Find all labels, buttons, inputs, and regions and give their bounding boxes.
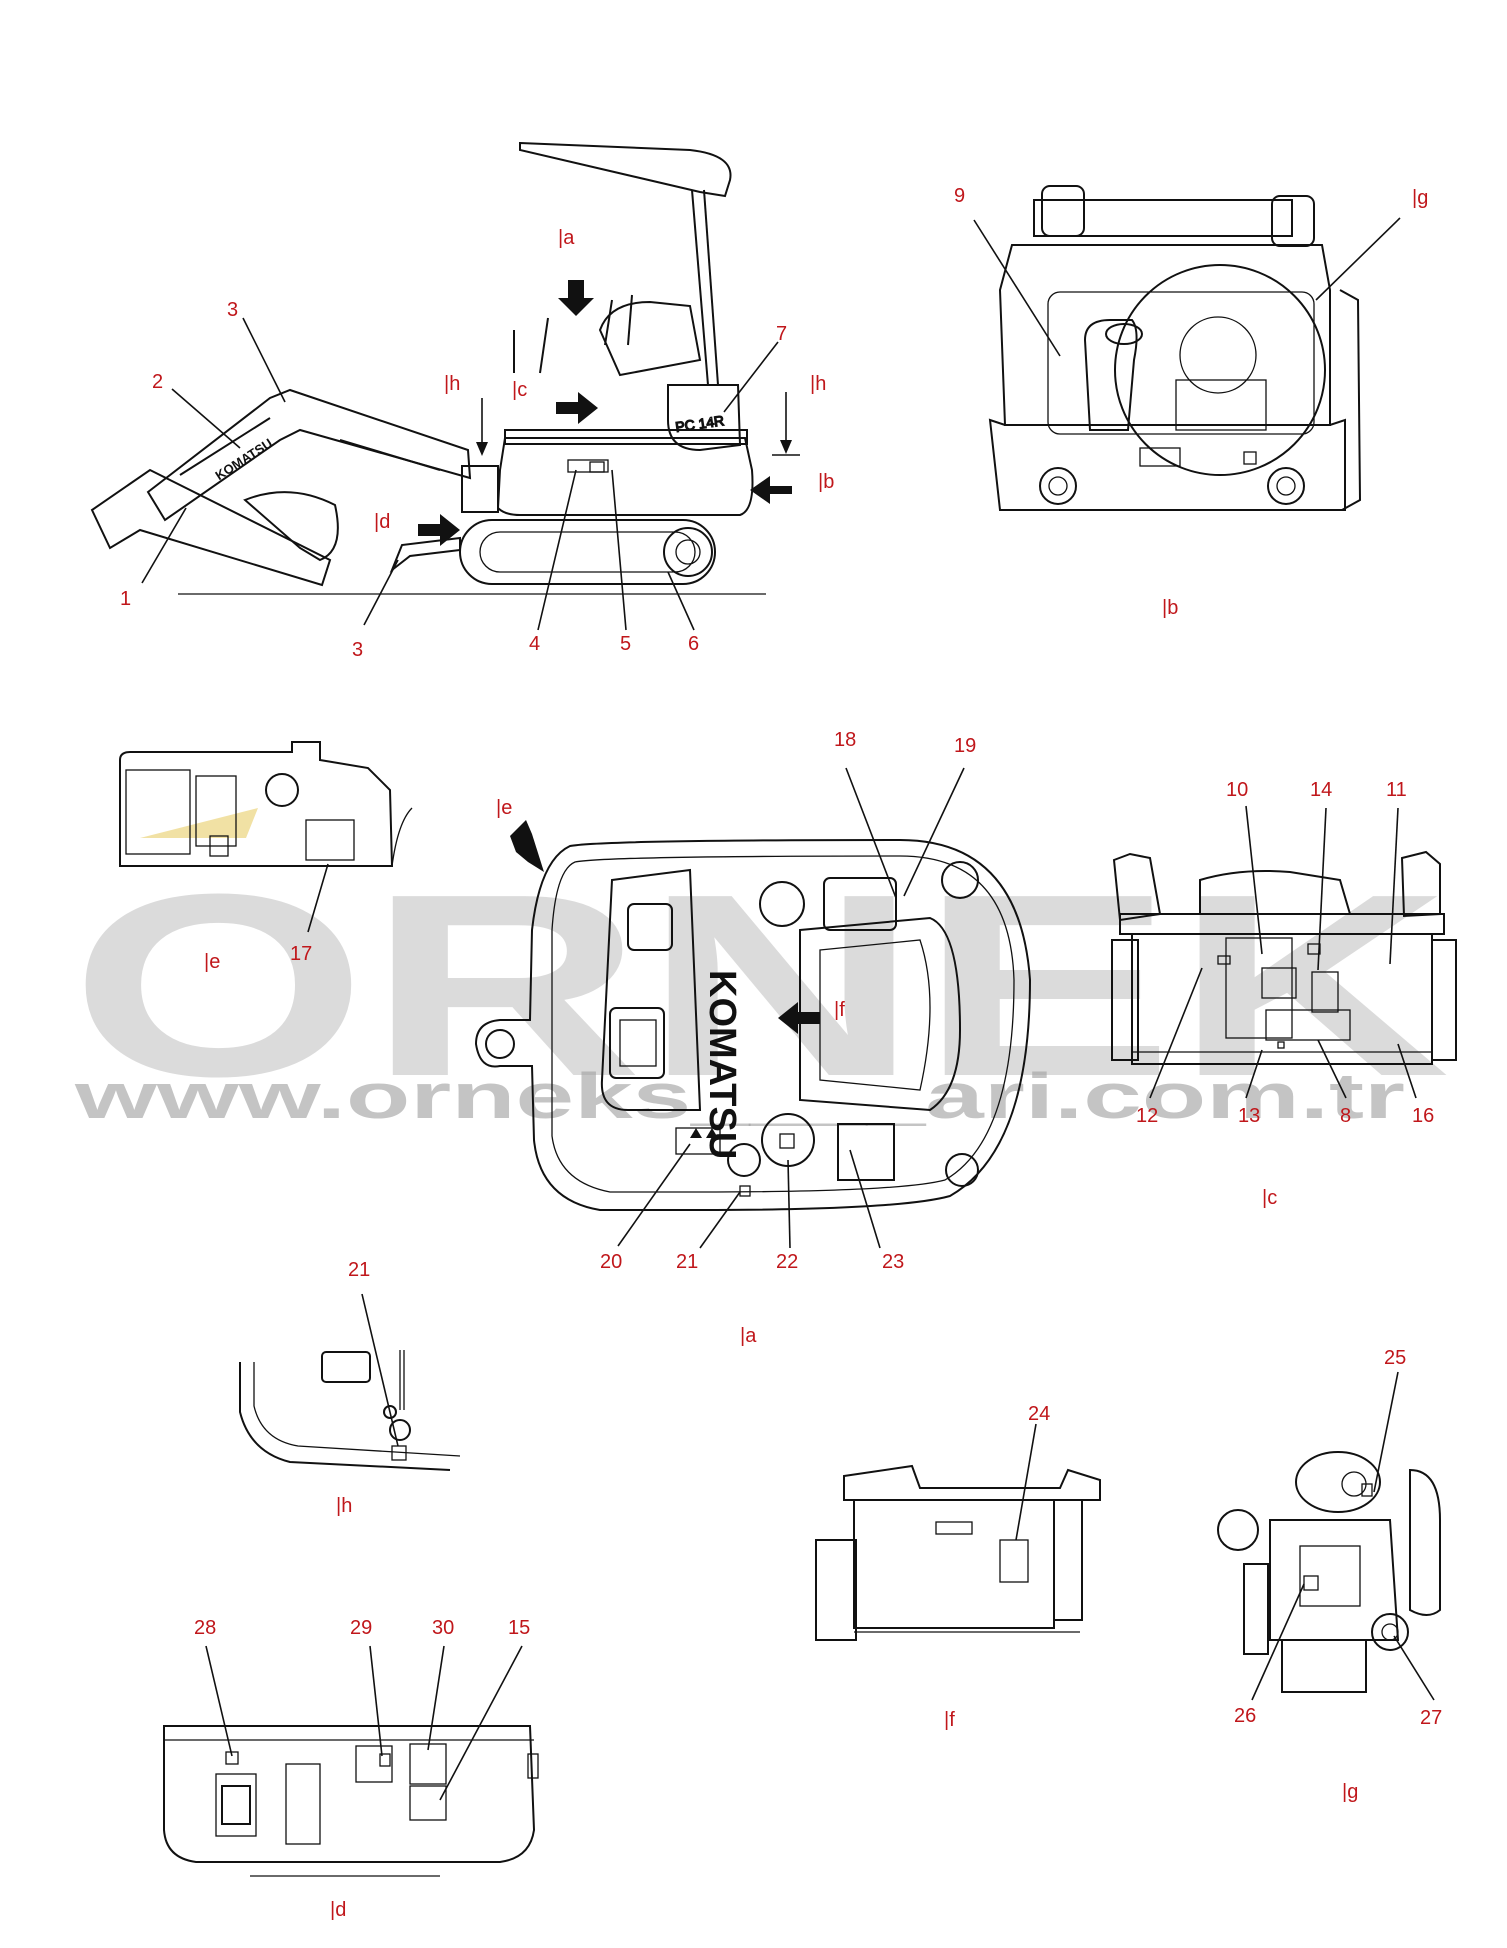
view-e: [119, 741, 413, 867]
arrow-view-c: [556, 392, 598, 424]
view-h: [239, 1350, 461, 1471]
arrow-view-e: [510, 820, 544, 872]
callout-28: 28: [194, 1617, 216, 1639]
callout-24: 24: [1028, 1403, 1050, 1425]
view-c-callout-leads: [1149, 805, 1417, 1099]
view-d-title: |d: [330, 1899, 346, 1921]
hood-brand-text: KOMATSU: [701, 970, 743, 1159]
side-ref-h-right: |h: [810, 373, 826, 395]
callout-17: 17: [290, 943, 312, 965]
model-badge: PC 14R: [674, 412, 725, 435]
callout-10: 10: [1226, 779, 1248, 801]
callout-21a: 21: [676, 1251, 698, 1273]
callout-30: 30: [432, 1617, 454, 1639]
view-b-title: |b: [1162, 597, 1178, 619]
callout-3a: 3: [227, 299, 238, 321]
callout-18: 18: [834, 729, 856, 751]
view-b-rear: [988, 185, 1362, 511]
side-view: PC 14R KOMATSU: [90, 141, 800, 595]
view-f-title: |f: [944, 1709, 955, 1731]
arrow-view-d: [418, 514, 460, 546]
callout-4: 4: [529, 633, 540, 655]
view-g-callout-leads: [1251, 1371, 1435, 1701]
watermark-url: www.orneks____ari.com.tr: [73, 1060, 1405, 1132]
callout-21b: 21: [348, 1259, 370, 1281]
callout-5: 5: [620, 633, 631, 655]
side-ref-b: |b: [818, 471, 834, 493]
callout-15: 15: [508, 1617, 530, 1639]
watermark-accent-shape: [140, 808, 258, 838]
view-e-title: |e: [204, 951, 220, 973]
side-view-callouts: [141, 317, 779, 631]
view-d-callout-leads: [205, 1645, 523, 1801]
view-a-title: |a: [740, 1325, 757, 1347]
watermark: ORNEK www.orneks____ari.com.tr: [70, 808, 1450, 1132]
callout-19: 19: [954, 735, 976, 757]
arrow-view-b: [750, 476, 792, 504]
callout-20: 20: [600, 1251, 622, 1273]
arrow-view-a: [558, 280, 594, 316]
view-d: [163, 1725, 539, 1877]
top-ref-e: |e: [496, 797, 512, 819]
view-a-top: KOMATSU: [474, 820, 1032, 1211]
callout-7: 7: [776, 323, 787, 345]
callout-11: 11: [1386, 779, 1407, 801]
callout-8: 8: [1340, 1105, 1351, 1127]
view-f: [815, 1464, 1101, 1641]
callout-14: 14: [1310, 779, 1332, 801]
callout-2: 2: [152, 371, 163, 393]
view-g: [1217, 1451, 1441, 1693]
callout-9: 9: [954, 185, 965, 207]
callout-13: 13: [1238, 1105, 1260, 1127]
callout-6: 6: [688, 633, 699, 655]
view-g-title: |g: [1342, 1781, 1358, 1803]
top-ref-f: |f: [834, 999, 845, 1021]
callout-16: 16: [1412, 1105, 1434, 1127]
boom-brand-text: KOMATSU: [213, 435, 275, 483]
callout-3b: 3: [352, 639, 363, 661]
side-ref-c: |c: [512, 379, 527, 401]
view-a-callout-leads: [617, 767, 965, 1249]
callout-23: 23: [882, 1251, 904, 1273]
view-c: [1111, 850, 1457, 1065]
callout-29: 29: [350, 1617, 372, 1639]
side-ref-a: |a: [558, 227, 575, 249]
side-ref-d: |d: [374, 511, 390, 533]
callout-25: 25: [1384, 1347, 1406, 1369]
callout-1: 1: [120, 588, 131, 610]
view-h-title: |h: [336, 1495, 352, 1517]
callout-12: 12: [1136, 1105, 1158, 1127]
callout-22: 22: [776, 1251, 798, 1273]
arrow-view-f: [778, 1002, 820, 1034]
callout-26: 26: [1234, 1705, 1256, 1727]
watermark-big: ORNEK: [70, 841, 1450, 1131]
view-g-ref: |g: [1412, 187, 1428, 209]
callout-27: 27: [1420, 1707, 1442, 1729]
side-ref-h-left: |h: [444, 373, 460, 395]
view-c-title: |c: [1262, 1187, 1277, 1209]
